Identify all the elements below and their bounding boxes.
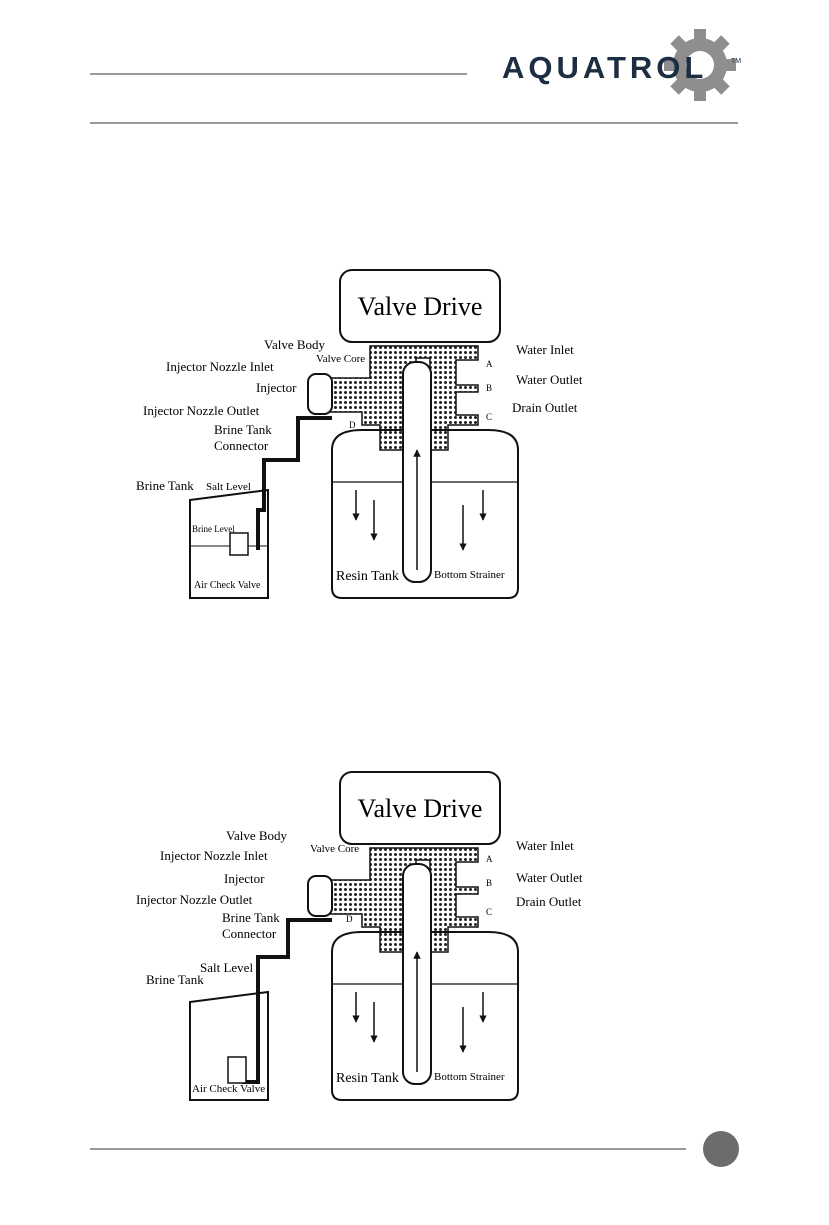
label-brine-tank: Brine Tank (136, 478, 194, 493)
label-injector: Injector (224, 871, 265, 886)
port-c: C (486, 412, 492, 422)
injector (307, 373, 333, 415)
label-brine-tank-connector-1: Brine Tank (222, 910, 280, 925)
footer-rule (90, 1148, 686, 1150)
header-rule-bottom (90, 122, 738, 124)
label-injector: Injector (256, 380, 297, 395)
label-resin-tank: Resin Tank (336, 1071, 399, 1086)
port-d: D (346, 914, 353, 924)
port-a: A (486, 854, 493, 864)
label-injector-nozzle-outlet: Injector Nozzle Outlet (143, 403, 260, 418)
label-brine-tank-connector-1: Brine Tank (214, 422, 272, 437)
label-brine-level: Brine Level (192, 524, 235, 534)
label-water-outlet: Water Outlet (516, 870, 583, 885)
label-bottom-strainer: Bottom Strainer (434, 1071, 505, 1083)
air-check-valve (229, 532, 249, 556)
label-bottom-strainer: Bottom Strainer (434, 569, 505, 581)
label-brine-tank-connector-2: Connector (214, 438, 269, 453)
page-number-badge (703, 1131, 739, 1167)
brine-line (242, 918, 332, 1084)
label-salt-level: Salt Level (206, 481, 251, 493)
label-injector-nozzle-outlet: Injector Nozzle Outlet (136, 892, 253, 907)
label-resin-tank: Resin Tank (336, 569, 399, 584)
brand-logo: AQUATROL TM (496, 28, 771, 102)
label-salt-level: Salt Level (200, 960, 253, 975)
brine-tank (189, 488, 269, 599)
label-drain-outlet: Drain Outlet (516, 894, 582, 909)
valve-drive-label: Valve Drive (358, 292, 483, 321)
label-water-inlet: Water Inlet (516, 342, 574, 357)
label-brine-tank: Brine Tank (146, 972, 204, 987)
diagram-regeneration-2: Valve Drive Valve Body Valve Core Inject… (136, 771, 583, 1101)
brine-line (256, 416, 332, 550)
label-injector-nozzle-inlet: Injector Nozzle Inlet (166, 359, 274, 374)
diagram-regeneration-1: Valve Drive Valve Body Valve Core Inject… (136, 269, 583, 599)
label-valve-body: Valve Body (226, 828, 288, 843)
label-valve-body: Valve Body (264, 337, 326, 352)
header-rule-top (90, 73, 467, 75)
resin-tank (331, 429, 519, 599)
port-c: C (486, 907, 492, 917)
resin-tank (331, 931, 519, 1101)
valve-drive-box (339, 269, 501, 343)
logo-trademark: TM (731, 58, 742, 65)
injector (307, 875, 333, 917)
label-drain-outlet: Drain Outlet (512, 400, 578, 415)
label-water-outlet: Water Outlet (516, 372, 583, 387)
label-valve-core: Valve Core (316, 353, 365, 365)
label-valve-core: Valve Core (310, 843, 359, 855)
valve-drive-label: Valve Drive (358, 794, 483, 823)
port-a: A (486, 359, 493, 369)
label-water-inlet: Water Inlet (516, 838, 574, 853)
port-d: D (349, 420, 356, 430)
label-injector-nozzle-inlet: Injector Nozzle Inlet (160, 848, 268, 863)
port-b: B (486, 383, 492, 393)
gear-icon (664, 29, 736, 101)
logo-wordmark: AQUATROL (502, 50, 708, 85)
label-brine-tank-connector-2: Connector (222, 926, 277, 941)
brine-tank (189, 990, 269, 1101)
port-b: B (486, 878, 492, 888)
air-check-valve (227, 1056, 247, 1084)
label-air-check-valve: Air Check Valve (192, 1083, 265, 1095)
valve-drive-box (339, 771, 501, 845)
label-air-check-valve: Air Check Valve (194, 580, 261, 591)
